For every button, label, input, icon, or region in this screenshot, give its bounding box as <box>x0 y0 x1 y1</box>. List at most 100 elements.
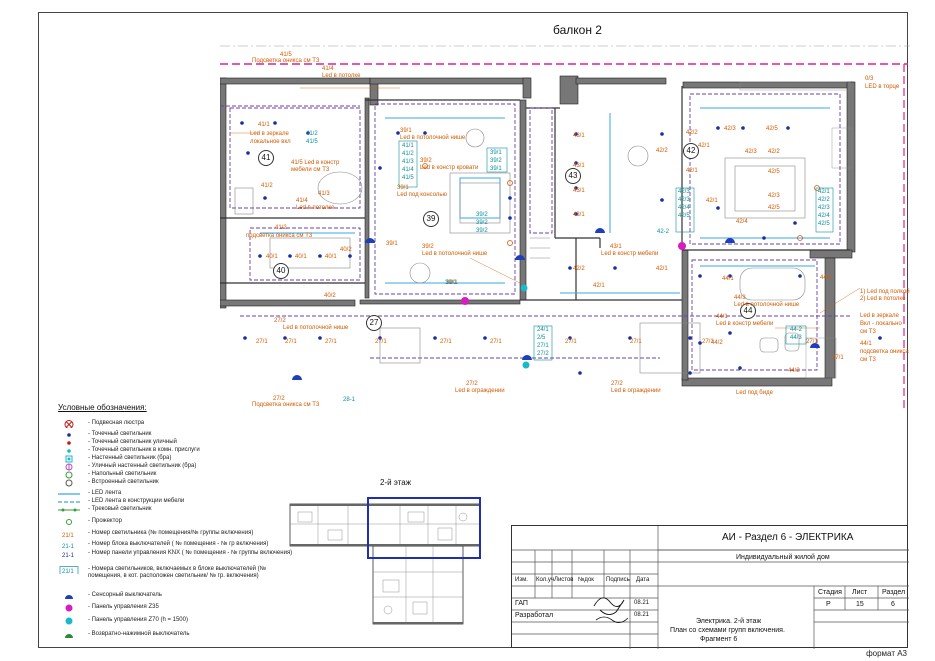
room-number: 40 <box>273 263 289 279</box>
sheet-title-line3: Фрагмент 6 <box>700 636 738 643</box>
circuit-label: Led в потолочной нише <box>283 325 349 331</box>
room-number: 42 <box>683 143 699 159</box>
date-developer: 08.21 <box>634 612 650 618</box>
z70-panel-icon <box>65 617 73 625</box>
switch-label: 28-1 <box>343 397 356 403</box>
circuit-label: 44/1 <box>820 275 832 281</box>
circuit-label: 39/1 <box>386 241 398 247</box>
circuit-label: 41/4 <box>296 198 308 204</box>
circuit-label: Led в ограждении <box>455 388 505 394</box>
circuit-label: 41/2 <box>261 183 273 189</box>
spotlight-icon <box>67 433 71 437</box>
switch-label: 39/1 <box>490 166 502 172</box>
switch-label: 42/3 <box>818 205 830 211</box>
pendant-chandelier-icon <box>64 420 74 428</box>
circuit-label: локальное вкл <box>250 139 291 145</box>
circuit-label: 43/1 <box>573 212 585 218</box>
switch-label: 42-2 <box>657 229 670 235</box>
switch-label: 41/2 <box>402 151 414 157</box>
circuit-label: 40/2 <box>324 293 336 299</box>
circuit-label: LED в торце <box>865 84 900 90</box>
circuit-label: 27/1 <box>325 339 337 345</box>
switch-block-number-icon: 21-1 <box>62 544 75 549</box>
switch-label: 27/1 <box>537 343 549 349</box>
circuit-label: 2) Led в потолке <box>860 296 906 302</box>
circuit-label: 44/1 <box>722 276 734 282</box>
rev-header: Изм. <box>515 577 528 583</box>
circuit-label: 27/1 <box>285 339 297 345</box>
circuit-label: 27/1 <box>702 339 714 345</box>
circuit-label: Led в зеркале <box>250 131 289 137</box>
legend-title: Условные обозначения: <box>58 403 147 412</box>
circuit-label: 27/2 <box>466 381 478 387</box>
switch-label: 44-2 <box>790 327 803 333</box>
keyplan <box>289 497 481 625</box>
circuit-label: 42/1 <box>593 283 605 289</box>
circuit-label: 41/1 <box>258 122 270 128</box>
switch-label: 39/2 <box>476 228 488 234</box>
project-code: АИ - Раздел 6 - ЭЛЕКТРИКА <box>722 532 854 543</box>
circuit-label: 27/1 <box>832 355 844 361</box>
switch-label: 42/4 <box>818 213 830 219</box>
circuit-label: подсветка оникса <box>860 349 909 355</box>
circuit-label: Led в зеркале <box>860 313 899 319</box>
floor-lamp-icon <box>65 471 73 479</box>
section-value: 6 <box>891 601 895 608</box>
knx-panel-number-icon: 21-1 <box>62 553 75 558</box>
circuit-label: Вкл - локально <box>860 321 902 327</box>
circuit-label: 42/2 <box>573 266 585 272</box>
circuit-label: 27/2 <box>611 381 623 387</box>
circuit-label: 27/2 <box>273 396 285 402</box>
circuit-label: подсветка оникса см Т3 <box>246 233 313 239</box>
circuit-label: 27/1 <box>565 339 577 345</box>
circuit-label: 42/3 <box>768 193 780 199</box>
wall-lamp-icon <box>65 455 73 463</box>
led-furniture-icon <box>58 501 80 503</box>
circuit-label: 40/1 <box>325 254 337 260</box>
room-number: 39 <box>423 211 439 227</box>
circuit-label: 41/4 <box>322 66 334 72</box>
circuit-label: 42/5 <box>768 205 780 211</box>
led-strip-icon <box>58 493 80 495</box>
switch-label: 41/3 <box>402 159 414 165</box>
switch-label: 27/2 <box>537 351 549 357</box>
format-label: формат А3 <box>866 649 907 658</box>
circuit-label: 39/1 <box>446 280 458 286</box>
circuit-label: 42/1 <box>656 266 668 272</box>
svg-text:21-1: 21-1 <box>62 544 75 549</box>
sheet-title-line2: План со схемами групп включения. <box>670 627 785 634</box>
switch-label: 42/5 <box>818 221 830 227</box>
circuit-label: Led в констр мебели <box>716 321 774 327</box>
circuit-label: Led в потолке <box>296 205 335 211</box>
circuit-label: 43/1 <box>610 244 622 250</box>
touch-switch-icon <box>65 595 73 599</box>
circuit-label: 43/1 <box>573 133 585 139</box>
switch-label: 42/5 <box>678 213 690 219</box>
outdoor-wall-lamp-icon <box>65 463 73 471</box>
sheet-frame <box>38 12 908 648</box>
circuit-label: 42/2 <box>768 149 780 155</box>
circuit-label: 41/3 <box>318 191 330 197</box>
circuit-label: 42/1 <box>698 143 710 149</box>
switch-label: 42/1 <box>818 189 830 195</box>
circuit-label: 44/1 <box>716 314 728 320</box>
circuit-label: см Т3 <box>860 357 876 363</box>
rev-header: Листов <box>554 577 574 583</box>
grouped-number-icon: 21/1 <box>59 566 79 574</box>
z35-panel-icon <box>65 604 73 612</box>
circuit-label: 27/1 <box>440 339 452 345</box>
switch-label: 39/2 <box>476 220 488 226</box>
circuit-label: Led в констр кровати <box>420 165 479 171</box>
circuit-label: 42/1 <box>686 168 698 174</box>
circuit-label: 27/1 <box>806 339 818 345</box>
circuit-label: Led под консолью <box>397 192 448 198</box>
circuit-label: 44/2 <box>788 368 800 374</box>
circuit-label: 39/2 <box>422 244 434 250</box>
switch-label: 41/2 <box>306 131 318 137</box>
circuit-label: 42/2 <box>686 130 698 136</box>
role-gap: ГАП <box>515 600 528 607</box>
room-number: 27 <box>366 315 382 331</box>
circuit-label: Led в ограждении <box>611 388 661 394</box>
svg-text:21/1: 21/1 <box>62 533 74 538</box>
circuit-label: 40/2 <box>340 247 352 253</box>
